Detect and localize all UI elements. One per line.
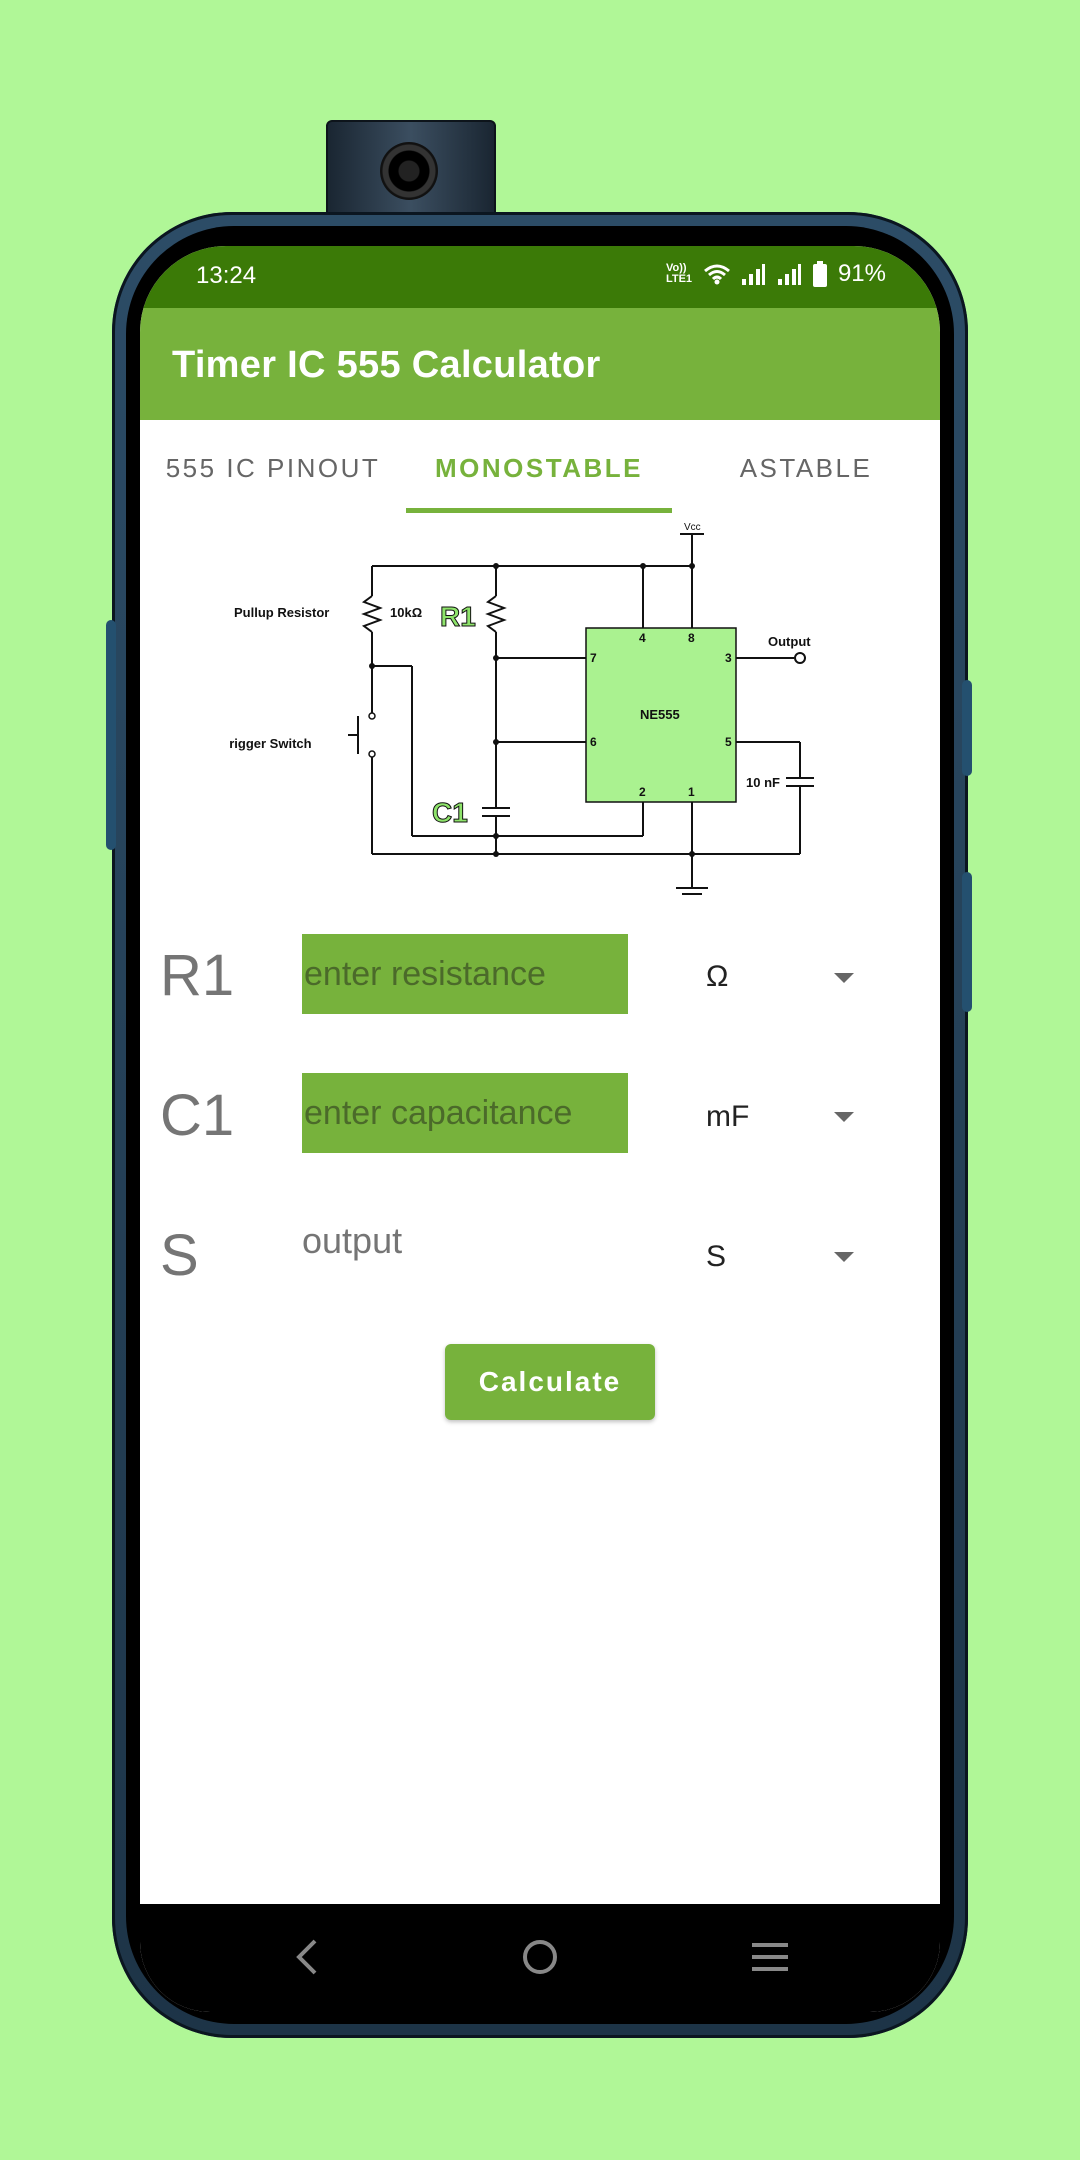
output-value: output bbox=[302, 1220, 403, 1261]
recents-icon bbox=[752, 1943, 788, 1971]
c1-diagram-label: C1 bbox=[432, 797, 468, 828]
vcc-label: Vcc bbox=[684, 522, 701, 533]
signal-icon-2 bbox=[777, 264, 801, 285]
pin-2-label: 2 bbox=[639, 785, 646, 799]
tab-monostable[interactable]: MONOSTABLE bbox=[435, 452, 643, 483]
chip-label: NE555 bbox=[640, 707, 680, 722]
capacitance-unit-select[interactable]: mF bbox=[706, 1100, 750, 1133]
app-bar: Timer IC 555 Calculator bbox=[140, 308, 940, 420]
home-icon bbox=[523, 1940, 557, 1974]
pin-1-label: 1 bbox=[688, 785, 695, 799]
chevron-down-icon[interactable] bbox=[834, 1252, 854, 1262]
pin-8-label: 8 bbox=[688, 631, 695, 645]
chevron-down-icon[interactable] bbox=[834, 973, 854, 983]
camera-lens-icon bbox=[380, 142, 438, 200]
volte-icon: Vo)) LTE1 bbox=[665, 262, 693, 285]
side-key bbox=[962, 680, 972, 776]
navigation-bar bbox=[140, 1904, 940, 2012]
pin-3-label: 3 bbox=[725, 651, 732, 665]
c1-label: C1 bbox=[160, 1083, 235, 1148]
r1-diagram-label: R1 bbox=[440, 601, 476, 632]
signal-icon-1 bbox=[741, 264, 765, 285]
status-bar: 13:24 Vo)) LTE1 91% bbox=[140, 246, 940, 308]
app-title: Timer IC 555 Calculator bbox=[172, 344, 601, 386]
back-button[interactable] bbox=[268, 1922, 348, 1992]
pin-4-label: 4 bbox=[639, 631, 646, 645]
monostable-circuit-diagram: 4 8 7 3 6 5 2 1 NE555 Vcc Pullup Resisto… bbox=[230, 522, 814, 895]
status-time: 13:24 bbox=[196, 262, 257, 289]
popup-camera bbox=[326, 120, 496, 224]
power-button bbox=[962, 872, 972, 1012]
battery-icon bbox=[812, 261, 827, 287]
tab-indicator bbox=[406, 508, 672, 513]
output-label: Output bbox=[768, 634, 811, 649]
pin-6-label: 6 bbox=[590, 735, 597, 749]
resistance-input[interactable]: enter resistance bbox=[302, 934, 628, 1014]
status-icons: Vo)) LTE1 91% bbox=[666, 260, 886, 288]
cap-value-label: 10 nF bbox=[746, 775, 780, 790]
resistance-unit-select[interactable]: Ω bbox=[706, 960, 729, 993]
tab-astable[interactable]: ASTABLE bbox=[739, 452, 873, 483]
pin-7-label: 7 bbox=[590, 651, 597, 665]
volume-button bbox=[106, 620, 116, 850]
time-unit-select[interactable]: S bbox=[706, 1240, 727, 1273]
home-button[interactable] bbox=[500, 1922, 580, 1992]
trigger-switch-label: Trigger Switch bbox=[230, 736, 312, 751]
screen: 13:24 Vo)) LTE1 91% Timer IC 555 Calcula… bbox=[140, 246, 940, 2012]
capacitance-input[interactable]: enter capacitance bbox=[302, 1073, 628, 1153]
tab-bar: 555 IC PINOUT MONOSTABLE ASTABLE bbox=[140, 420, 940, 516]
wifi-icon bbox=[703, 264, 730, 285]
tab-555-ic-pinout[interactable]: 555 IC PINOUT bbox=[165, 452, 381, 483]
battery-percent: 91% bbox=[837, 260, 886, 287]
calculate-button[interactable]: Calculate bbox=[445, 1344, 655, 1420]
back-icon bbox=[296, 1939, 317, 1975]
s-label: S bbox=[160, 1223, 199, 1288]
r1-label: R1 bbox=[160, 943, 235, 1008]
pin-5-label: 5 bbox=[725, 735, 732, 749]
pullup-value: 10kΩ bbox=[390, 605, 422, 620]
chevron-down-icon[interactable] bbox=[834, 1112, 854, 1122]
recents-button[interactable] bbox=[730, 1922, 810, 1992]
pullup-label: Pullup Resistor bbox=[234, 605, 329, 620]
